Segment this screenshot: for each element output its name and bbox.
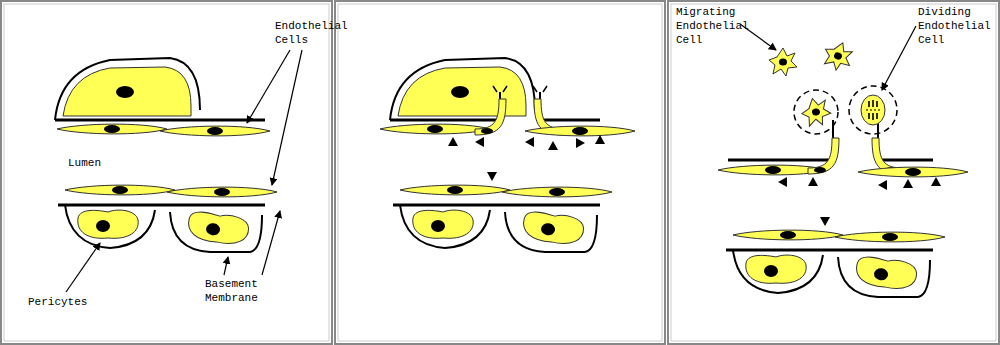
part-label: Migrating Endothelial Cell: [676, 6, 756, 47]
part-label: Pericytes: [28, 296, 108, 310]
part-label: Dividing Endothelial Cell: [918, 6, 996, 47]
part-label: Endothelial Cells: [275, 20, 355, 48]
part-label: Lumen: [68, 157, 128, 171]
part-label: Basement Membrane: [205, 278, 285, 306]
